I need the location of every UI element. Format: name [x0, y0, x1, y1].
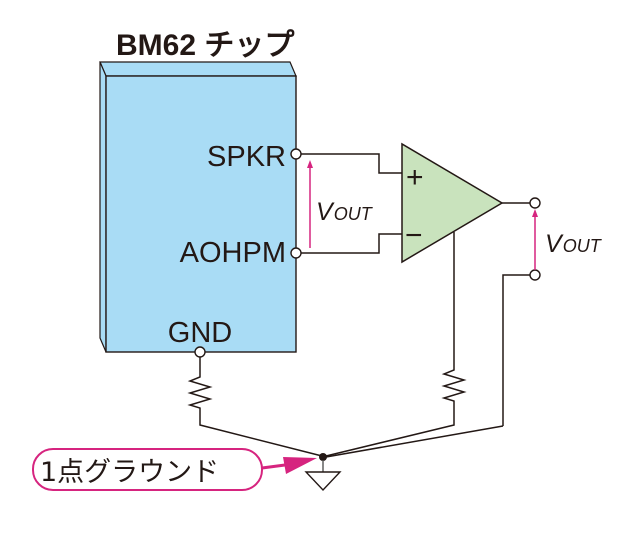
ground-symbol-icon — [304, 471, 342, 492]
vout-arrow-left — [307, 160, 313, 248]
chip-top-face — [99, 61, 297, 77]
opamp-plus-sign: + — [406, 161, 424, 194]
wire-aohpm-to-minus — [300, 233, 404, 254]
pin-label-gnd: GND — [168, 317, 232, 349]
terminal-gnd — [194, 346, 206, 358]
vout-left-sub: OUT — [334, 204, 374, 224]
callout-bubble — [32, 448, 263, 491]
pin-label-spkr: SPKR — [207, 141, 286, 173]
bm62-chip — [99, 61, 297, 353]
terminal-aohpm — [290, 247, 302, 259]
vout-right-arrow-head — [532, 209, 538, 217]
opamp-minus-sign: − — [405, 219, 423, 252]
wire-return-to-ground — [325, 425, 504, 458]
terminal-spkr — [290, 148, 302, 160]
single-point-ground-callout: 1点グラウンド — [32, 448, 317, 491]
wire-output-return — [502, 274, 530, 426]
chip-front-face — [105, 75, 297, 353]
chip-side-face — [99, 61, 107, 353]
opamp-triangle — [401, 142, 504, 264]
wire-opamp-gnd-resistor — [325, 232, 467, 457]
callout-arrow-shaft — [261, 463, 286, 470]
vout-left-v: V — [316, 198, 335, 226]
vout-label-left: VOUT — [316, 198, 374, 226]
terminal-output-return — [529, 269, 541, 281]
wire-chip-gnd-resistor — [187, 357, 323, 457]
vout-right-sub: OUT — [563, 236, 603, 256]
terminal-output — [529, 197, 541, 209]
vout-label-right: VOUT — [545, 230, 603, 258]
pin-label-aohpm: AOHPM — [180, 237, 286, 269]
wire-spkr-to-plus — [300, 153, 404, 174]
vout-right-v: V — [545, 230, 564, 258]
ground-node-dot — [319, 453, 327, 461]
callout-arrow-head — [283, 457, 317, 474]
chip-title: BM62 チップ — [116, 29, 295, 62]
vout-left-arrow-head — [307, 160, 313, 168]
callout-text: 1点グラウンド — [40, 457, 219, 488]
vout-arrow-right — [532, 209, 538, 270]
